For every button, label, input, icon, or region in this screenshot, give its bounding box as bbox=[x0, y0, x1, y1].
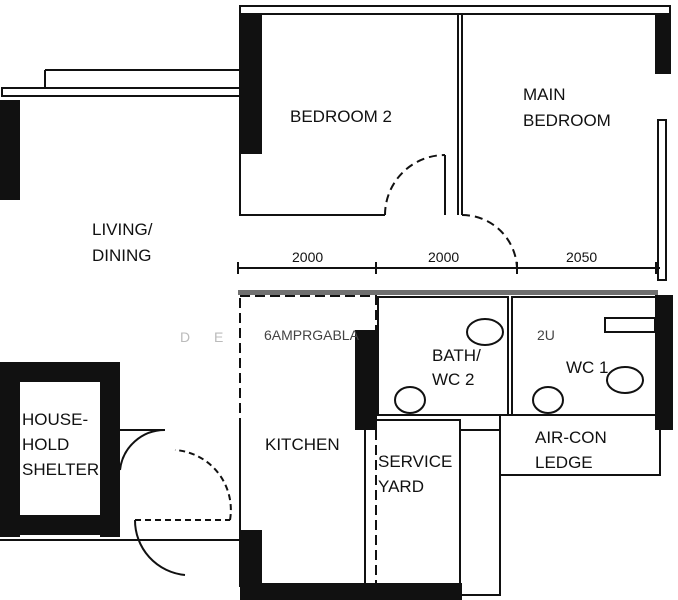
room-label-service-line2: YARD bbox=[378, 477, 424, 496]
blurred-mark: 2U bbox=[537, 327, 555, 343]
room-label-aircon-line2: LEDGE bbox=[535, 453, 593, 472]
thick-walls bbox=[0, 14, 673, 600]
blurred-label: 6AMPRGABLA bbox=[264, 327, 360, 343]
room-label-bath-line1: BATH/ bbox=[432, 346, 481, 365]
dimension-label: 2050 bbox=[566, 249, 597, 265]
room-label-shelter-line1: HOUSE- bbox=[22, 410, 88, 429]
room-label-bedroom-2: BEDROOM 2 bbox=[290, 107, 392, 126]
dimension-label: 2000 bbox=[428, 249, 459, 265]
room-label-shelter-line2: HOLD bbox=[22, 435, 69, 454]
room-label-main-bedroom-line1: MAIN bbox=[523, 85, 566, 104]
room-label-service-line1: SERVICE bbox=[378, 452, 452, 471]
room-label-living-line1: LIVING/ bbox=[92, 220, 153, 239]
room-label-wc1: WC 1 bbox=[566, 358, 609, 377]
room-label-main-bedroom-line2: BEDROOM bbox=[523, 111, 611, 130]
living-window bbox=[1, 87, 241, 97]
room-label-kitchen: KITCHEN bbox=[265, 435, 340, 454]
watermark-text: D E bbox=[180, 329, 233, 345]
dimension-label: 2000 bbox=[292, 249, 323, 265]
room-label-living-line2: DINING bbox=[92, 246, 152, 265]
room-label-shelter-line3: SHELTER bbox=[22, 460, 99, 479]
top-window bbox=[239, 5, 671, 15]
room-label-aircon-line1: AIR-CON bbox=[535, 428, 607, 447]
room-label-bath-line2: WC 2 bbox=[432, 370, 475, 389]
